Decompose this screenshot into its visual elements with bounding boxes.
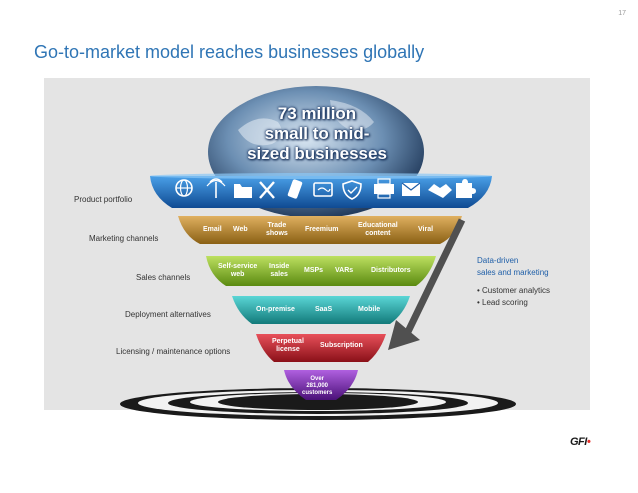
label-licensing-options: Licensing / maintenance options — [116, 347, 231, 356]
gfi-logo: GFI• — [570, 436, 591, 448]
tools-icon — [259, 181, 275, 199]
shield-icon — [342, 180, 362, 200]
handshake-icon — [428, 184, 452, 198]
data-driven-bullets: • Customer analytics • Lead scoring — [477, 285, 587, 309]
folder-icon — [234, 184, 252, 198]
deployment-item: SaaS — [315, 306, 333, 313]
globe-icon — [175, 179, 193, 197]
label-marketing-channels: Marketing channels — [89, 234, 159, 243]
marketing-item: Freemium — [305, 226, 339, 233]
sales-channels-tier — [206, 256, 436, 286]
marketing-item: Email — [203, 226, 222, 233]
licensing-tier — [256, 334, 386, 362]
antenna-icon — [206, 178, 226, 198]
headline-line: small to mid- — [264, 124, 370, 143]
target-rings — [120, 388, 516, 420]
label-product-portfolio: Product portfolio — [74, 195, 133, 204]
list-item: • Customer analytics — [477, 286, 551, 295]
puzzle-icon — [456, 179, 476, 198]
printer-icon — [374, 178, 394, 199]
label-deployment-alternatives: Deployment alternatives — [125, 310, 211, 319]
marketing-item: Viral — [418, 226, 434, 233]
fax-icon — [313, 182, 333, 197]
data-driven-heading: Data-driven sales and marketing — [477, 256, 549, 277]
marketing-channels-tier — [178, 216, 462, 244]
page-number: 17 — [618, 10, 626, 17]
customers-tier — [284, 370, 358, 400]
headline-73-million: 73 million small to mid- sized businesse… — [200, 104, 434, 164]
product-icons — [175, 178, 476, 200]
slide-title: Go-to-market model reaches businesses gl… — [34, 42, 425, 62]
marketing-item: Web — [233, 226, 248, 233]
deployment-item: On-premise — [256, 306, 295, 313]
data-driven-arrow — [388, 218, 466, 350]
licensing-item: Subscription — [320, 342, 363, 349]
sales-item: VARs — [335, 267, 354, 274]
deployment-tier — [232, 296, 410, 324]
data-driven-note: Data-driven sales and marketing • Custom… — [477, 255, 587, 309]
list-item: • Lead scoring — [477, 298, 528, 307]
headline-line: 73 million — [277, 104, 357, 123]
phone-icon — [287, 179, 303, 199]
headline-line: sized businesses — [247, 144, 387, 163]
label-sales-channels: Sales channels — [136, 273, 191, 282]
mail-icon — [401, 182, 421, 196]
sales-item: Distributors — [371, 267, 411, 274]
deployment-item: Mobile — [358, 306, 381, 313]
sales-item: MSPs — [304, 267, 324, 274]
